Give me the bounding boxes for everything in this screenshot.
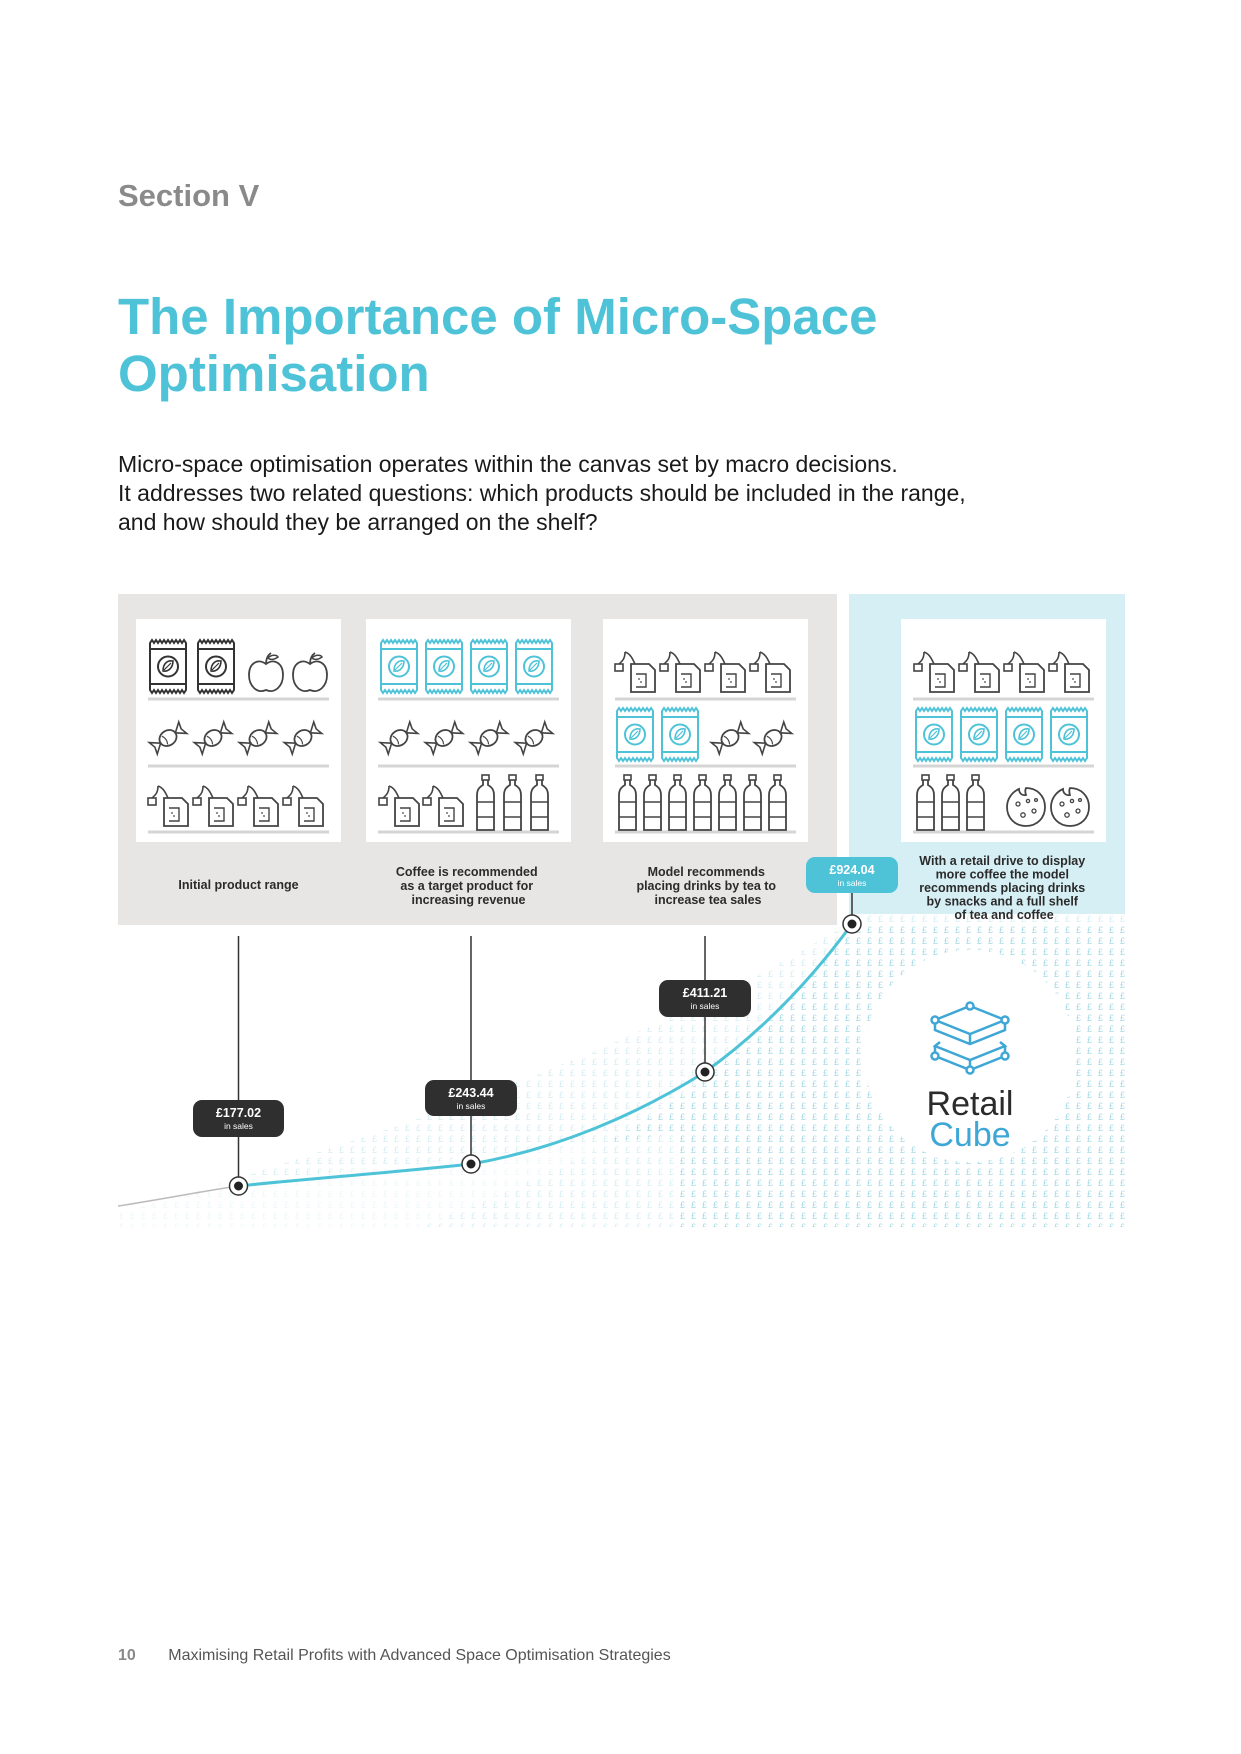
caption-2: Coffee is recommended as a target produc… bbox=[396, 865, 541, 907]
intro-line-2: It addresses two related questions: whic… bbox=[118, 480, 966, 506]
infographic-svg: £ £ bbox=[118, 594, 1125, 1227]
svg-text:£243.44: £243.44 bbox=[448, 1086, 493, 1100]
cube-logo-icon bbox=[930, 1001, 1010, 1075]
caption-3: Model recommends placing drinks by tea t… bbox=[636, 865, 779, 907]
footer-text: Maximising Retail Profits with Advanced … bbox=[168, 1647, 671, 1664]
logo-disc bbox=[864, 950, 1076, 1162]
product-card-4 bbox=[901, 619, 1106, 842]
brand-name-line-2: Cube bbox=[929, 1116, 1010, 1154]
intro-paragraph: Micro-space optimisation operates within… bbox=[118, 450, 1098, 537]
caption-4: With a retail drive to display more coff… bbox=[919, 854, 1089, 922]
caption-1: Initial product range bbox=[178, 878, 298, 892]
svg-text:in sales: in sales bbox=[691, 1001, 720, 1011]
svg-text:in sales: in sales bbox=[457, 1101, 486, 1111]
connector-lines bbox=[237, 890, 853, 1186]
page-title: The Importance of Micro-Space Optimisati… bbox=[118, 288, 1018, 402]
shelf-lines bbox=[148, 697, 1094, 834]
svg-text:£411.21: £411.21 bbox=[683, 986, 728, 1000]
page-footer: 10 Maximising Retail Profits with Advanc… bbox=[118, 1647, 671, 1665]
growth-curve-lead bbox=[118, 1185, 239, 1207]
svg-text:in sales: in sales bbox=[224, 1121, 253, 1131]
micro-space-infographic: £ £ bbox=[118, 594, 1125, 1227]
intro-line-3: and how should they be arranged on the s… bbox=[118, 509, 598, 535]
intro-line-1: Micro-space optimisation operates within… bbox=[118, 451, 898, 477]
svg-text:£924.04: £924.04 bbox=[829, 863, 874, 877]
page-title-line-2: Optimisation bbox=[118, 345, 430, 402]
section-label: Section V bbox=[118, 178, 260, 213]
page-number: 10 bbox=[118, 1647, 136, 1664]
sales-label-3: £411.21 in sales bbox=[659, 980, 751, 1017]
sales-label-4: £924.04 in sales bbox=[806, 857, 898, 893]
node-markers bbox=[228, 914, 862, 1196]
svg-text:in sales: in sales bbox=[838, 878, 867, 888]
brand-name-line-1: Retail bbox=[927, 1085, 1014, 1123]
svg-text:£177.02: £177.02 bbox=[216, 1106, 261, 1120]
page-title-line-1: The Importance of Micro-Space bbox=[118, 288, 878, 345]
sales-label-1: £177.02 in sales bbox=[193, 1100, 284, 1137]
sales-label-2: £243.44 in sales bbox=[425, 1080, 517, 1116]
growth-curve bbox=[237, 923, 854, 1188]
